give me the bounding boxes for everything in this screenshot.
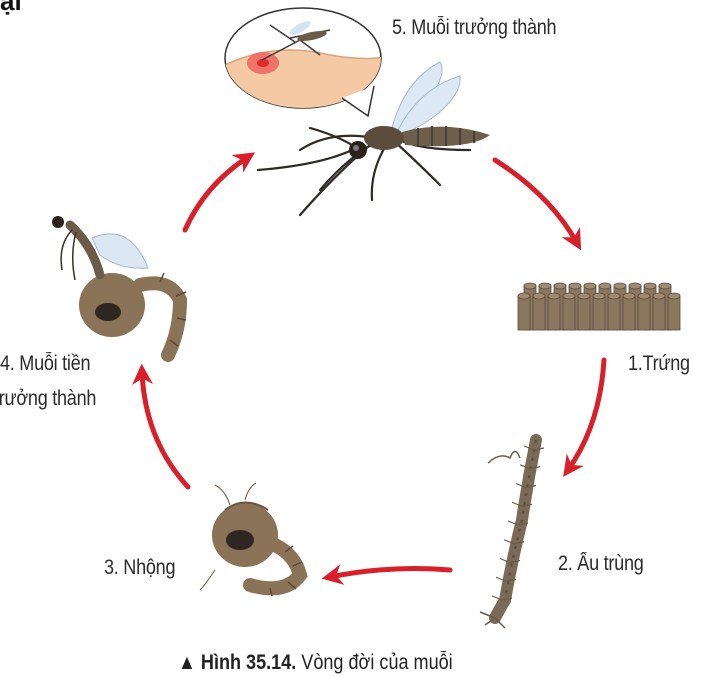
adult-mosquito: [256, 61, 490, 217]
cycle-arrows: [132, 152, 607, 585]
arrow-eggs-to-larva: [563, 357, 607, 477]
caption-marker-icon: ▲: [178, 651, 196, 674]
figure-caption: ▲ Hình 35.14. Vòng đời của muỗi: [178, 651, 453, 675]
arrow-adult-to-eggs: [492, 157, 582, 251]
label-emerging-line2: trưởng thành: [0, 387, 97, 410]
egg-raft: [517, 282, 681, 331]
corner-fragment-text: ại: [0, 0, 22, 16]
arrow-pupa-to-emerging: [132, 363, 191, 490]
label-pupa: 3. Nhộng: [104, 556, 176, 579]
caption-figure-number: Hình 35.14.: [200, 651, 297, 674]
label-adult: 5. Muỗi trưởng thành: [392, 16, 557, 39]
label-emerging-line1: 4. Muỗi tiền: [0, 352, 91, 375]
label-larva: 2. Ấu trùng: [558, 552, 644, 575]
arrow-larva-to-pupa: [321, 564, 453, 585]
pupa: [199, 482, 308, 597]
bite-closeup-bubble: [224, 7, 382, 118]
emerging-adult: [52, 216, 188, 362]
caption-text: Vòng đời của muỗi: [301, 651, 453, 674]
arrow-emerging-to-adult: [182, 152, 256, 233]
larva: [479, 434, 545, 629]
label-eggs: 1.Trứng: [628, 352, 690, 375]
